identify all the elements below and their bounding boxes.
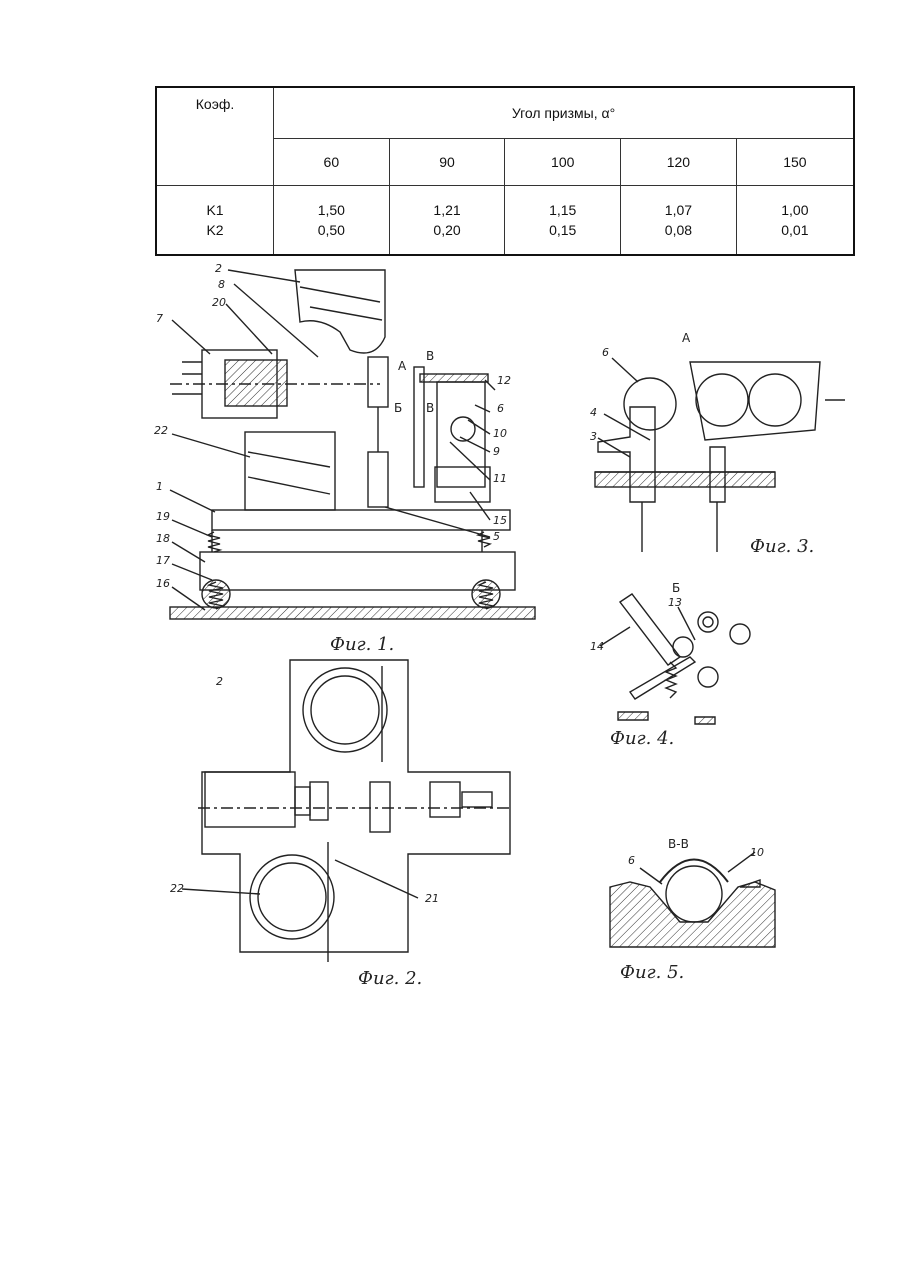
fig4-label: 13 [668, 596, 682, 609]
fig3-ball [624, 378, 676, 430]
probe-lower [368, 452, 388, 507]
value-cell: 1,50 0,50 [274, 186, 390, 256]
fig1-label: 22 [154, 424, 168, 437]
fig2-drive [205, 772, 295, 827]
fig1-caption: Фиг. 1. [330, 634, 394, 655]
support-block [437, 382, 485, 487]
figure-3 [595, 358, 845, 552]
k2-value: 0,50 [274, 220, 389, 240]
fig1-label: 12 [497, 374, 511, 387]
k1-value: 1,00 [737, 200, 853, 220]
fig1-label: 19 [156, 510, 170, 523]
fig2-outline [202, 660, 510, 952]
coef-header: Коэф. [156, 87, 274, 186]
fig2-caption: Фиг. 2. [358, 968, 422, 989]
fig3-label: 4 [590, 406, 597, 419]
fig2-label: 2 [216, 675, 223, 688]
upper-housing [295, 270, 385, 353]
lower-housing [245, 432, 335, 510]
fig1-label: 5 [493, 530, 500, 543]
base-plate-1 [212, 510, 510, 530]
coefficient-table: Коэф. Угол призмы, α° 60 90 100 120 150 … [155, 86, 855, 256]
fig2-wheel-lower [250, 855, 334, 939]
figure-3-labels: А 6 4 3 Фиг. 3. [590, 331, 814, 557]
row-labels: K1 K2 [156, 186, 274, 256]
angle-100: 100 [505, 139, 621, 186]
fig2-label: 22 [170, 882, 184, 895]
fig2-label: 21 [425, 892, 439, 905]
angle-150: 150 [736, 139, 854, 186]
foundation [170, 607, 535, 619]
figure-1 [170, 270, 535, 619]
fig1-label: 16 [156, 577, 170, 590]
fig3-view-label: А [682, 331, 691, 345]
fig1-label: 6 [497, 402, 504, 415]
fig5-ball [666, 866, 722, 922]
fig1-label: 9 [493, 445, 500, 458]
fig1-label: 2 [215, 262, 222, 275]
k1-value: 1,21 [390, 200, 505, 220]
k1-value: 1,50 [274, 200, 389, 220]
section-mark: В [426, 349, 434, 363]
fig1-label: 10 [493, 427, 507, 440]
value-cell: 1,15 0,15 [505, 186, 621, 256]
fig5-label: 6 [628, 854, 635, 867]
fig4-label: 14 [590, 640, 604, 653]
fig1-label: 1 [156, 480, 163, 493]
k1-value: 1,15 [505, 200, 620, 220]
fig1-label: 15 [493, 514, 507, 527]
angle-60: 60 [274, 139, 390, 186]
k2-label: K2 [157, 220, 273, 240]
fig1-label: 18 [156, 532, 170, 545]
fig2-wheel-upper [303, 668, 387, 752]
k2-value: 0,08 [621, 220, 736, 240]
value-cell: 1,00 0,01 [736, 186, 854, 256]
fig4-roller [698, 612, 718, 632]
fig5-view-label: В-В [668, 837, 689, 851]
fig5-label: 10 [750, 846, 764, 859]
value-cell: 1,21 0,20 [389, 186, 505, 256]
section-mark: A [398, 359, 407, 373]
value-cell: 1,07 0,08 [621, 186, 737, 256]
fig5-caption: Фиг. 5. [620, 962, 684, 983]
fig4-caption: Фиг. 4. [610, 728, 674, 749]
k1-value: 1,07 [621, 200, 736, 220]
fig4-view-label: Б [672, 581, 680, 595]
fig1-label: 17 [156, 554, 170, 567]
angle-120: 120 [621, 139, 737, 186]
section-mark: В [426, 401, 434, 415]
figure-4 [600, 594, 750, 724]
probe-upper [368, 357, 388, 407]
fig1-label: 20 [212, 296, 226, 309]
fig3-caption: Фиг. 3. [750, 536, 814, 557]
k1-label: K1 [157, 200, 273, 220]
k2-value: 0,01 [737, 220, 853, 240]
k2-value: 0,20 [390, 220, 505, 240]
fig1-label: 8 [218, 278, 225, 291]
fig3-label: 6 [602, 346, 609, 359]
angle-90: 90 [389, 139, 505, 186]
fig1-label: 11 [493, 472, 507, 485]
fig3-label: 3 [590, 430, 597, 443]
angle-header: Угол призмы, α° [274, 87, 855, 139]
fig1-label: 7 [156, 312, 163, 325]
k2-value: 0,15 [505, 220, 620, 240]
section-mark: Б [394, 401, 402, 415]
fig5-seat [610, 882, 775, 947]
ball-seat [451, 417, 475, 441]
figures-drawing: 2 8 20 7 22 1 19 18 17 16 12 6 10 9 11 1… [150, 262, 860, 992]
figure-2 [182, 660, 510, 962]
plate-18 [200, 552, 515, 590]
